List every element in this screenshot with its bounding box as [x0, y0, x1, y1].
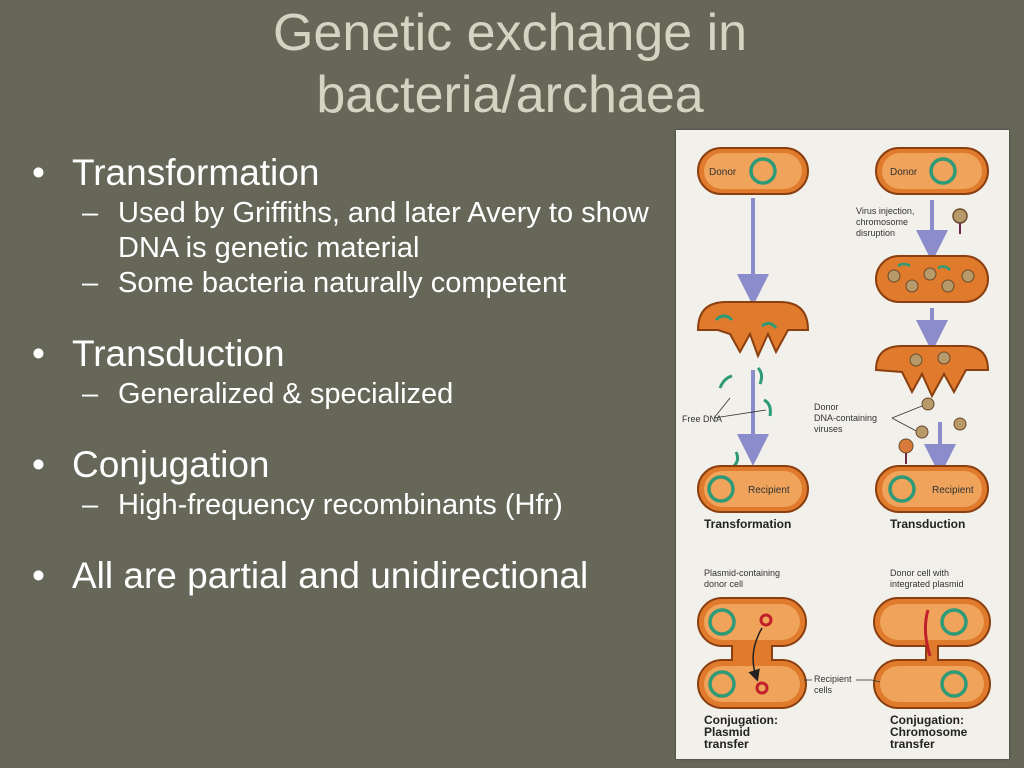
slide-title: Genetic exchange in bacteria/archaea	[272, 4, 748, 124]
sub-bullet: –Used by Griffiths, and later Avery to s…	[82, 197, 649, 264]
chromosome-icon	[749, 157, 777, 185]
sub-bullet: –Generalized & specialized	[82, 378, 454, 410]
sub-bullet: –High-frequency recombinants (Hfr)	[82, 489, 563, 521]
svg-text:Transduction: Transduction	[890, 517, 965, 531]
bullet-conjugation: •Conjugation	[32, 444, 270, 485]
svg-text:Recipient: Recipient	[748, 485, 790, 496]
transformation-donor-cell: Donor	[697, 147, 809, 195]
sub-bullet: –Some bacteria naturally competent	[82, 267, 567, 299]
svg-text:Donor: Donor	[890, 167, 918, 178]
transduction-recipient-cell: Recipient	[875, 465, 989, 513]
bullet-transformation: •Transformation	[32, 152, 320, 193]
virus-icon	[952, 208, 968, 224]
virus-icon	[915, 425, 929, 439]
integrated-plasmid-icon	[923, 609, 932, 657]
bullet-partial-unidirectional: •All are partial and unidirectional	[32, 555, 589, 596]
figure-svg: Donor Free DNA Recipient Transforma	[682, 147, 991, 751]
bullet-transduction: •Transduction	[32, 333, 285, 374]
free-dna-icon	[718, 374, 733, 389]
svg-text:Free DNA: Free DNA	[682, 414, 722, 424]
transformation-lysed-cell	[696, 301, 810, 359]
transduction-donor-cell: Donor	[875, 147, 989, 195]
svg-text:Donor: Donor	[709, 167, 737, 178]
conjugation-chromosome-cells	[873, 597, 991, 709]
transduction-infected-cell	[875, 255, 989, 303]
svg-text:Recipient: Recipient	[932, 485, 974, 496]
transduction-lysed-cell	[874, 345, 990, 411]
genetic-exchange-figure: Donor Free DNA Recipient Transforma	[676, 130, 1009, 759]
conjugation-plasmid-cells	[697, 597, 807, 709]
plasmid-icon	[759, 613, 773, 627]
svg-text:Transformation: Transformation	[704, 517, 791, 531]
bullet-list: •Transformation –Used by Griffiths, and …	[32, 150, 672, 599]
transformation-recipient-cell: Recipient	[697, 465, 809, 513]
